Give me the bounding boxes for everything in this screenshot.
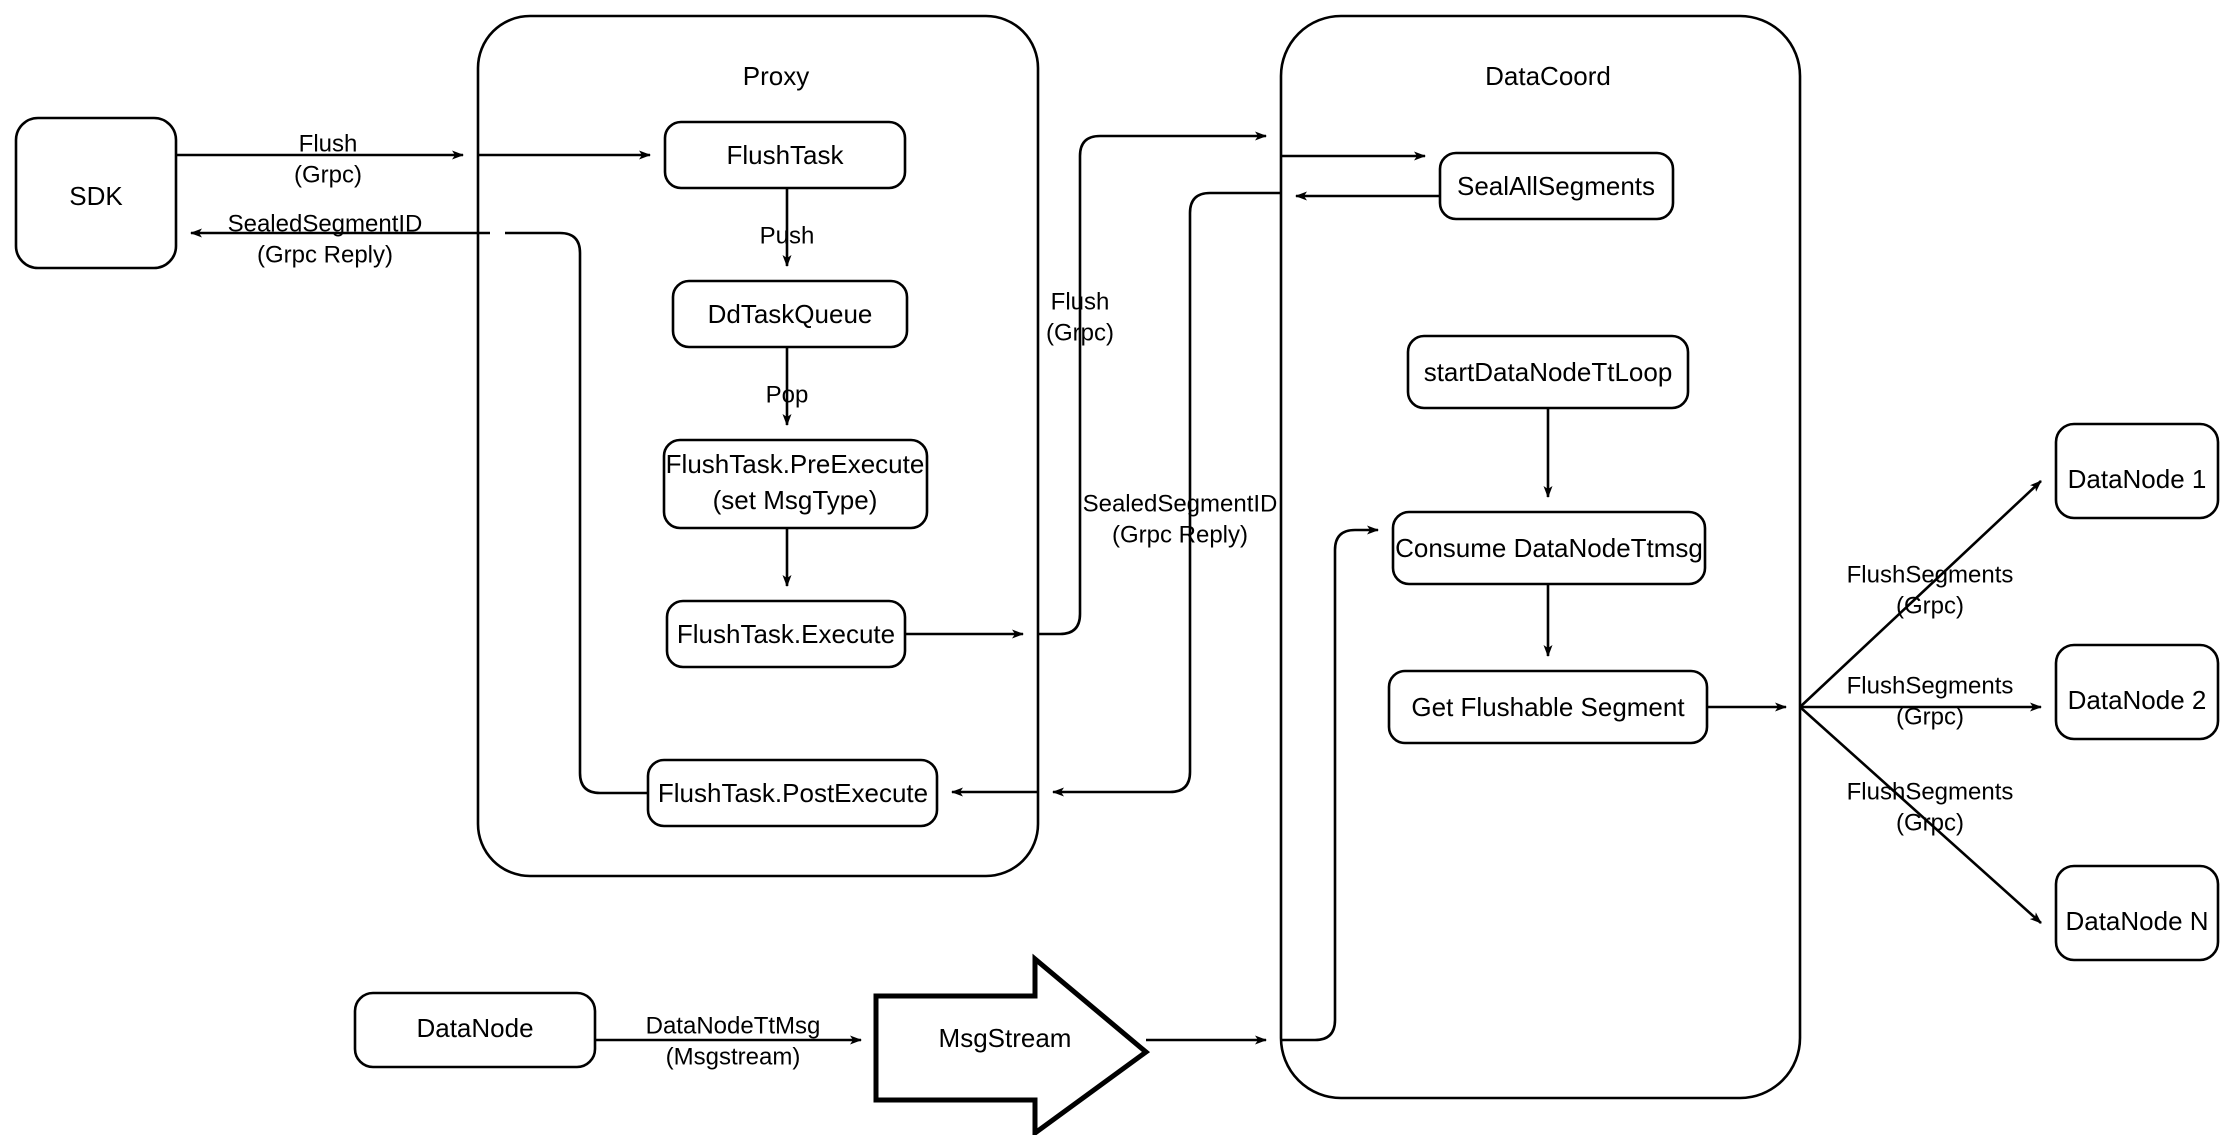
edge-label-datanodettmsg-line2: (Msgstream) xyxy=(666,1043,801,1070)
group-datacoord-title: DataCoord xyxy=(1485,61,1611,91)
node-flushtask-preexecute-line2: (set MsgType) xyxy=(713,485,878,515)
group-datacoord xyxy=(1279,14,1802,1100)
node-dd-task-queue[interactable] xyxy=(671,279,909,349)
node-msgstream-label: MsgStream xyxy=(939,1023,1072,1053)
node-flushtask-preexecute[interactable] xyxy=(662,438,929,530)
node-flush-task-label: FlushTask xyxy=(726,140,844,170)
node-flush-task[interactable] xyxy=(663,120,907,190)
edge-label-flushsegments-1-line2: (Grpc) xyxy=(1896,592,1964,619)
edge-label-flush-grpc-line2: (Grpc) xyxy=(294,161,362,188)
node-flushtask-postexecute-label: FlushTask.PostExecute xyxy=(658,778,928,808)
node-start-datanode-tt-loop-label: startDataNodeTtLoop xyxy=(1424,357,1673,387)
group-proxy xyxy=(476,14,1040,878)
edge-datacoord-boundary-to-consume xyxy=(1281,525,1379,1042)
node-datanode-n-label: DataNode N xyxy=(2065,906,2208,936)
node-flushtask-preexecute-line1: FlushTask.PreExecute xyxy=(666,449,925,479)
edge-label-flushsegments-2-line2: (Grpc) xyxy=(1896,703,1964,730)
edge-label-flushsegments-n-line2: (Grpc) xyxy=(1896,809,1964,836)
node-datanode-2-label: DataNode 2 xyxy=(2068,685,2207,715)
node-datanode-source-label: DataNode xyxy=(416,1013,533,1043)
node-consume-datanode-ttmsg-label: Consume DataNodeTtmsg xyxy=(1395,533,1703,563)
node-dd-task-queue-label: DdTaskQueue xyxy=(708,299,873,329)
group-proxy-title: Proxy xyxy=(743,61,809,91)
edge-proxy-to-datacoord-flush xyxy=(1038,131,1267,636)
edge-label-flush-grpc-line1: Flush xyxy=(299,130,358,157)
edge-label-proxy-flush-grpc-line1: Flush xyxy=(1051,288,1110,315)
edge-datacoord-to-proxy-sealedsegmentid xyxy=(1052,191,1281,797)
node-datanode-1[interactable] xyxy=(2054,422,2220,520)
node-flushtask-execute-label: FlushTask.Execute xyxy=(677,619,895,649)
node-datanode-n[interactable] xyxy=(2054,864,2220,962)
node-get-flushable-segment-label: Get Flushable Segment xyxy=(1411,692,1685,722)
node-datanode-1-label: DataNode 1 xyxy=(2068,464,2207,494)
edge-label-datanodettmsg-line1: DataNodeTtMsg xyxy=(646,1012,821,1039)
edge-label-flushsegments-n-line1: FlushSegments xyxy=(1847,778,2014,805)
edge-hub-to-datanode-1 xyxy=(1799,480,2042,708)
node-datanode-source[interactable] xyxy=(353,991,597,1069)
edge-label-push: Push xyxy=(760,222,815,249)
edge-label-flushsegments-1-line1: FlushSegments xyxy=(1847,561,2014,588)
node-sdk-label: SDK xyxy=(69,181,123,211)
edge-hub-to-datanode-n xyxy=(1799,706,2042,924)
edge-label-coord-sealedsegmentid-line1: SealedSegmentID xyxy=(1083,490,1278,517)
node-msgstream-shape[interactable] xyxy=(873,953,1151,1135)
node-seal-all-segments[interactable] xyxy=(1438,151,1675,221)
node-sdk[interactable] xyxy=(14,116,178,270)
edge-label-coord-sealedsegmentid-line2: (Grpc Reply) xyxy=(1112,521,1248,548)
edge-label-proxy-flush-grpc-line2: (Grpc) xyxy=(1046,319,1114,346)
node-datanode-2[interactable] xyxy=(2054,643,2220,741)
edge-label-sealedsegmentid-reply-line2: (Grpc Reply) xyxy=(257,241,393,268)
edge-postexecute-to-sdk-reply xyxy=(505,231,648,795)
node-seal-all-segments-label: SealAllSegments xyxy=(1457,171,1655,201)
edge-label-flushsegments-2-line1: FlushSegments xyxy=(1847,672,2014,699)
edge-label-sealedsegmentid-reply-line1: SealedSegmentID xyxy=(228,210,423,237)
edge-label-pop: Pop xyxy=(766,381,809,408)
